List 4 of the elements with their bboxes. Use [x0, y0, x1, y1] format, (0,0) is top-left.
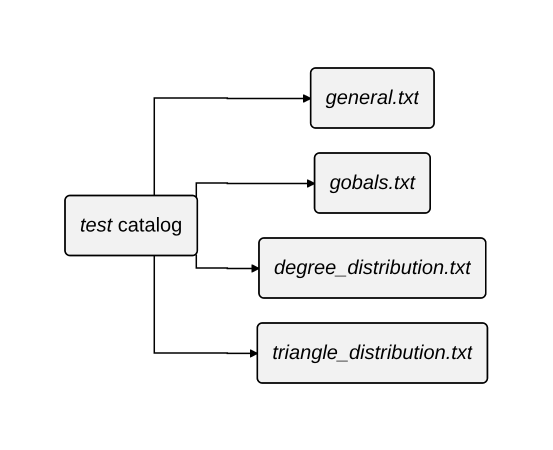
arrow — [196, 254, 260, 272]
arrow — [154, 94, 312, 196]
arrow — [154, 256, 258, 358]
arrow — [196, 178, 316, 197]
